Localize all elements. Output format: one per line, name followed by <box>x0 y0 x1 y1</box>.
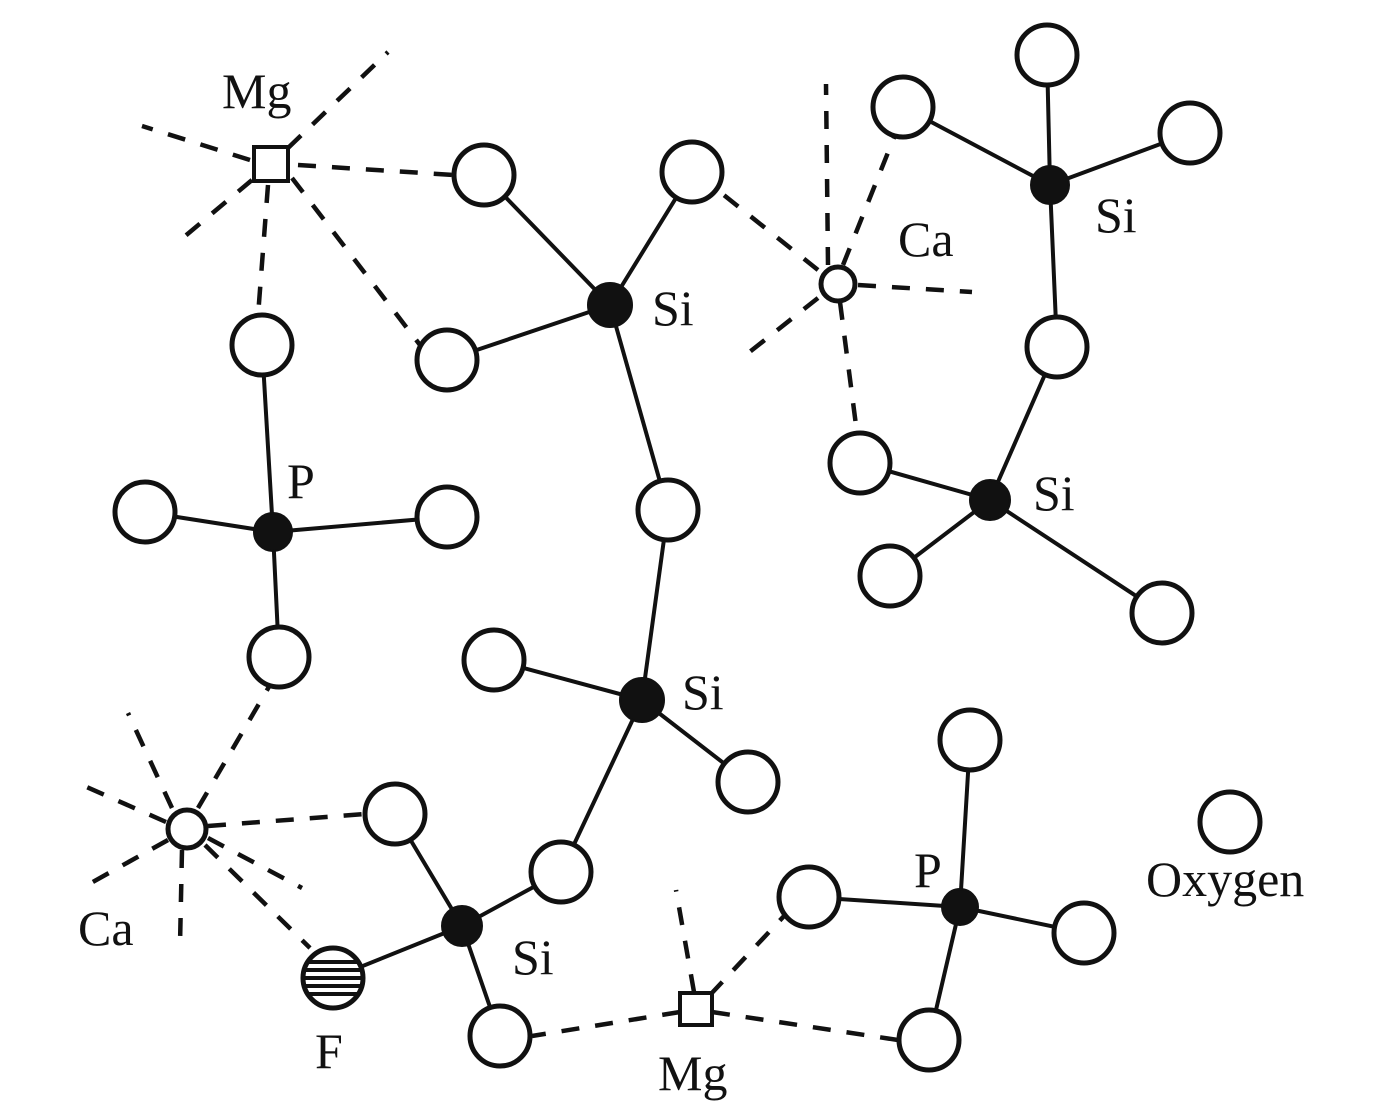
oxygen-atom <box>461 627 527 693</box>
silicon-atom <box>441 905 483 947</box>
label-p-left: P <box>287 453 315 509</box>
oxygen-atoms <box>112 22 1223 1073</box>
calcium-atom <box>165 807 209 851</box>
oxygen-atom <box>414 327 480 393</box>
oxygen-atom <box>229 312 295 378</box>
covalent-bonds <box>143 53 1192 1042</box>
silicon-atom <box>619 677 665 723</box>
calcium-atom <box>818 264 858 304</box>
oxygen-atom <box>827 430 893 496</box>
phosphorus-atoms <box>253 512 979 926</box>
label-f: F <box>315 1023 343 1079</box>
oxygen-atom <box>1129 580 1195 646</box>
phosphorus-atom <box>941 888 979 926</box>
legend-oxygen-icon <box>1197 789 1263 855</box>
atom-labels: Mg Ca Si Si P Si Si P Oxygen Ca Si F Mg <box>78 63 1304 1101</box>
label-si-center-top: Si <box>652 280 694 336</box>
oxygen-atom <box>451 142 517 208</box>
silicon-atom <box>587 282 633 328</box>
label-si-center-mid: Si <box>682 664 724 720</box>
coordination-lines <box>80 50 973 1043</box>
magnesium-atoms <box>252 145 714 1027</box>
magnesium-atom <box>252 145 290 183</box>
label-si-right-mid: Si <box>1033 465 1075 521</box>
calcium-atoms <box>165 264 858 851</box>
label-si-right-top: Si <box>1095 187 1137 243</box>
oxygen-atom <box>246 624 312 690</box>
silicon-atoms <box>441 165 1070 947</box>
silicon-atom <box>969 479 1011 521</box>
oxygen-atom <box>362 781 428 847</box>
label-legend-oxygen: Oxygen <box>1146 851 1304 907</box>
oxygen-atom <box>1157 100 1223 166</box>
label-ca-bottom: Ca <box>78 900 134 956</box>
silicon-atom <box>1030 165 1070 205</box>
oxygen-atom <box>528 839 594 905</box>
phosphorus-atom <box>253 512 293 552</box>
label-si-bottom: Si <box>512 929 554 985</box>
oxygen-atom <box>937 707 1003 773</box>
oxygen-atom <box>467 1003 533 1069</box>
oxygen-atom <box>1014 22 1080 88</box>
label-p-right: P <box>914 842 942 898</box>
oxygen-atom <box>715 749 781 815</box>
magnesium-atom <box>678 991 714 1027</box>
label-mg-top: Mg <box>222 63 291 119</box>
oxygen-atom <box>857 543 923 609</box>
oxygen-atom <box>1024 314 1090 380</box>
oxygen-atom <box>870 74 936 140</box>
oxygen-atom <box>659 139 725 205</box>
oxygen-atom <box>112 479 178 545</box>
oxygen-atom <box>635 477 701 543</box>
fluorine-atom <box>300 945 366 1011</box>
oxygen-atom <box>1051 900 1117 966</box>
label-ca-top: Ca <box>898 211 954 267</box>
label-mg-bottom: Mg <box>658 1045 727 1101</box>
oxygen-atom <box>776 864 842 930</box>
oxygen-atom <box>896 1007 962 1073</box>
oxygen-atom <box>414 484 480 550</box>
